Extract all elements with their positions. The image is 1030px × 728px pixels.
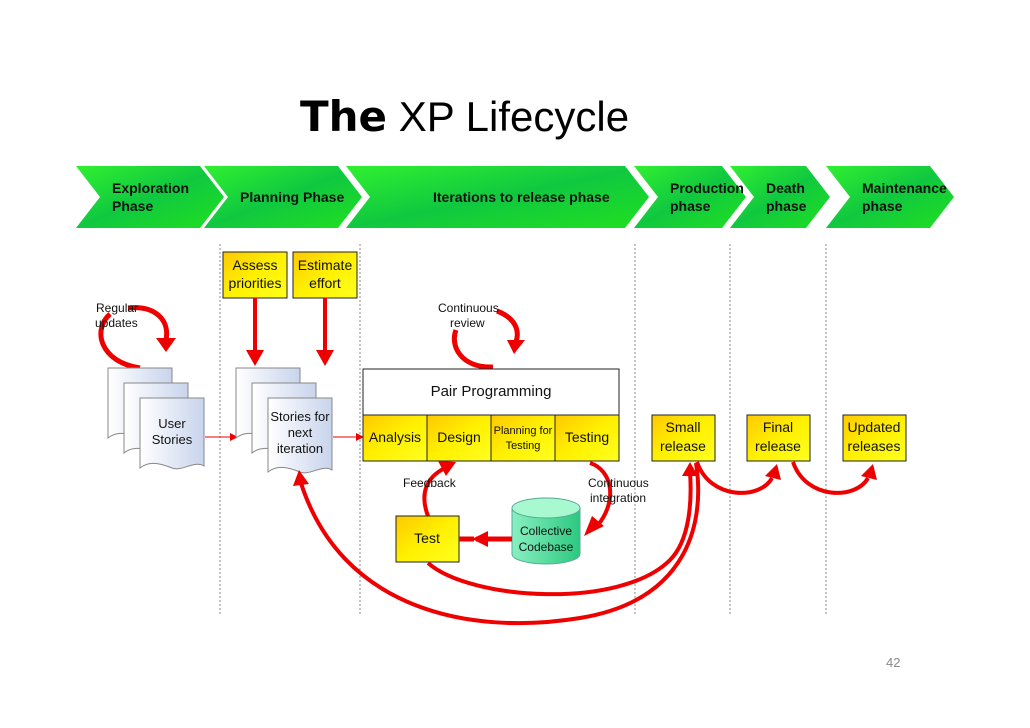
codebase-to-test-arrowhead <box>472 531 488 547</box>
phase-label-maintenance-2: phase <box>862 198 903 214</box>
collective-codebase-cylinder: Collective Codebase <box>511 497 581 565</box>
feedback-arrow <box>422 466 446 517</box>
user-stories-stack <box>107 367 205 470</box>
phase-chevron-iterations <box>346 166 649 228</box>
title-bold: The <box>300 92 388 141</box>
phase-chevron-maintenance <box>826 166 954 228</box>
continuous-integration-arrow <box>589 461 613 527</box>
assess-label-1: Assess <box>232 257 277 273</box>
story-doc-front <box>139 397 205 470</box>
regular-updates-label-2: updates <box>95 316 138 330</box>
phase-label-exploration-2: Phase <box>112 198 153 214</box>
step-planning-label-2: Testing <box>506 440 541 452</box>
updated-releases-box: Updated releases <box>842 414 907 462</box>
final-to-updated-arrow <box>791 461 870 495</box>
assess-arrowhead <box>246 350 264 366</box>
continuous-review-loop: Continuous review <box>438 301 525 370</box>
continuous-review-arrow <box>451 308 520 370</box>
assess-priorities-box: Assess priorities <box>222 251 288 299</box>
estimate-arrowhead <box>316 350 334 366</box>
pair-programming-block: Pair Programming Analysis Design Plannin… <box>362 368 620 462</box>
iteration-stories-stack <box>235 367 333 474</box>
final-to-updated-arrowhead <box>861 464 877 480</box>
step-testing <box>554 414 620 462</box>
phase-banner: Exploration Phase Planning Phase Iterati… <box>76 166 954 228</box>
small-release-box: Small release <box>651 414 716 462</box>
phase-label-maintenance-1: Maintenance <box>862 180 947 196</box>
updated-releases-label-1: Updated <box>848 419 901 435</box>
iteration-stories-label-3: iteration <box>277 441 323 456</box>
feedback-arrowhead <box>438 461 456 476</box>
small-to-final-arrow <box>695 461 774 495</box>
iteration-stories-label-1: Stories for <box>270 409 330 424</box>
phase-label-production-1: Production <box>670 180 744 196</box>
codebase-label-1: Collective <box>520 524 572 538</box>
phase-label-planning: Planning Phase <box>240 189 344 205</box>
release-to-stories-arrowhead <box>293 470 309 486</box>
user-stories-label-2: Stories <box>152 432 193 447</box>
phase-chevron-production <box>634 166 746 228</box>
phase-chevron-planning <box>204 166 362 228</box>
continuous-review-arrowhead <box>507 340 525 354</box>
continuous-integration-arrowhead <box>584 516 604 536</box>
phase-label-production-2: phase <box>670 198 711 214</box>
regular-updates-label-1: Regular <box>96 301 138 315</box>
phase-label-death-2: phase <box>766 198 807 214</box>
test-label: Test <box>414 530 440 546</box>
page-number: 42 <box>886 655 901 670</box>
continuous-integration-label-2: integration <box>590 491 646 505</box>
small-release-label-1: Small <box>665 419 700 435</box>
release-to-stories-arrow <box>298 462 701 626</box>
phase-label-exploration-1: Exploration <box>112 180 189 196</box>
pair-programming-label: Pair Programming <box>431 383 552 400</box>
user-stories-label-1: User <box>158 416 186 431</box>
phase-label-death-1: Death <box>766 180 805 196</box>
step-planning-label-1: Planning for <box>494 425 553 437</box>
final-release-label-2: release <box>755 438 801 454</box>
continuous-review-label-2: review <box>450 316 485 330</box>
small-release-label-2: release <box>660 438 706 454</box>
regular-updates-arrow <box>98 305 170 371</box>
step-analysis <box>362 414 428 462</box>
phase-chevron-exploration <box>76 166 224 228</box>
regular-updates-arrowhead <box>156 338 176 352</box>
final-release-label-1: Final <box>763 419 793 435</box>
test-box: Test <box>395 515 460 563</box>
small-to-final-arrowhead <box>765 464 781 480</box>
estimate-label-2: effort <box>309 275 341 291</box>
continuous-integration-label-1: Continuous <box>588 476 649 490</box>
regular-updates-loop: Regular updates <box>95 301 176 371</box>
codebase-label-2: Codebase <box>519 540 574 554</box>
continuous-review-label-1: Continuous <box>438 301 499 315</box>
step-design <box>426 414 492 462</box>
title-rest: XP Lifecycle <box>387 93 630 140</box>
phase-label-iterations: Iterations to release phase <box>433 189 610 205</box>
step-design-label: Design <box>437 429 481 445</box>
updated-releases-label-2: releases <box>848 438 901 454</box>
assess-label-2: priorities <box>229 275 282 291</box>
estimate-effort-box: Estimate effort <box>292 251 358 299</box>
slide-title: The XP Lifecycle <box>300 92 629 141</box>
phase-chevron-death <box>730 166 830 228</box>
feedback-label: Feedback <box>403 476 457 490</box>
test-to-small-release-arrow <box>426 471 693 597</box>
iteration-stories-label-2: next <box>288 425 313 440</box>
step-testing-label: Testing <box>565 429 609 445</box>
step-analysis-label: Analysis <box>369 429 421 445</box>
estimate-label-1: Estimate <box>298 257 353 273</box>
final-release-box: Final release <box>746 414 811 462</box>
step-planning-for-testing <box>490 414 556 462</box>
phase-separators <box>219 244 827 614</box>
test-to-small-release-arrowhead <box>682 462 698 476</box>
